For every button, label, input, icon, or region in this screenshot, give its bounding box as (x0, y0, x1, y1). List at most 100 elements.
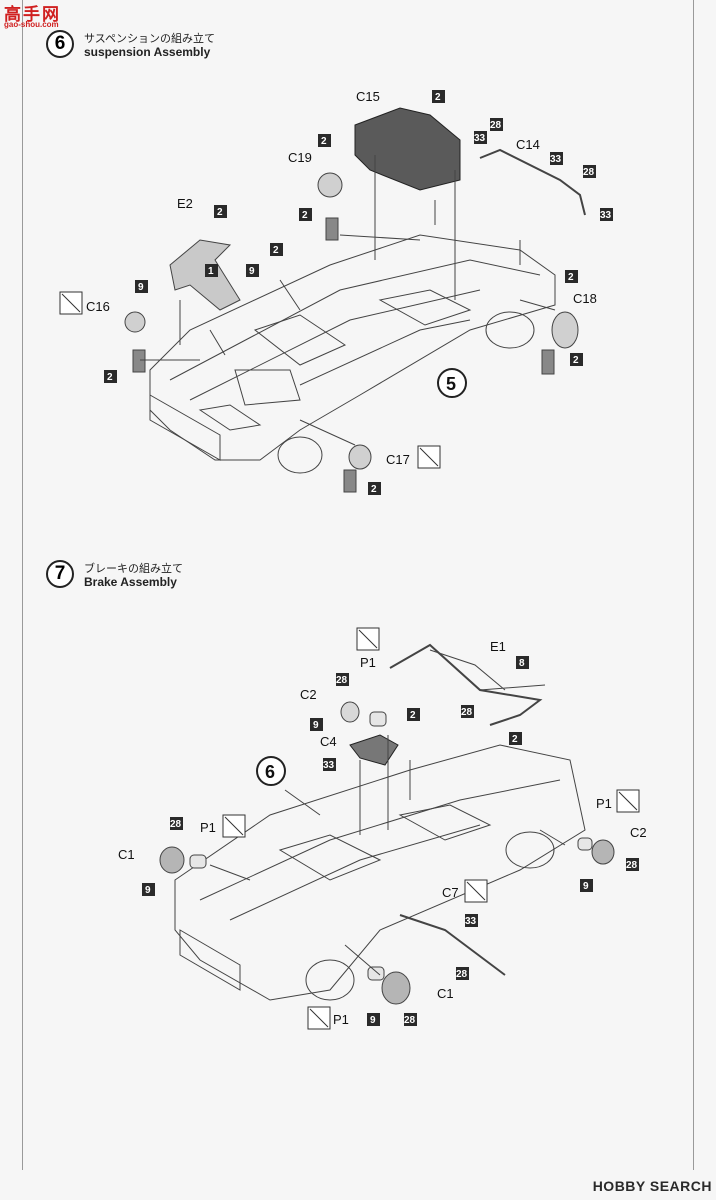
partnum-box: 2 (270, 243, 283, 256)
label-e1: E1 (490, 639, 506, 654)
watermark-text: 高手网 (4, 5, 61, 25)
label-p1: P1 (596, 796, 612, 811)
svg-text:2: 2 (107, 372, 113, 383)
partnum-box: 28 (404, 1013, 417, 1026)
step-6-title-jp: サスペンションの組み立て (84, 33, 216, 45)
svg-text:9: 9 (583, 881, 589, 892)
svg-text:2: 2 (410, 710, 416, 721)
svg-text:28: 28 (456, 969, 468, 980)
label-c1: C1 (118, 847, 135, 862)
partnum-box: 28 (336, 673, 349, 686)
step-6-number: 6 (46, 30, 74, 58)
partnum-box: 2 (318, 134, 331, 147)
partnum-box: 28 (461, 705, 474, 718)
partnum-box: 2 (570, 353, 583, 366)
svg-text:1: 1 (208, 266, 214, 277)
partnum-box: 2 (509, 732, 522, 745)
partnum-box: 33 (550, 152, 563, 165)
svg-text:2: 2 (435, 92, 441, 103)
partnum-box: 2 (214, 205, 227, 218)
step-7-labels: P1 E1 8 28 C2 9 2 28 2 C4 33 6 28 P1 C1 … (118, 627, 647, 1030)
partnum-box: 28 (456, 967, 469, 980)
svg-text:9: 9 (370, 1015, 376, 1026)
page-border (22, 0, 694, 1170)
partnum-box: 2 (407, 708, 420, 721)
partnum-box: 33 (465, 914, 478, 927)
no-glue-icon (464, 879, 488, 903)
svg-text:9: 9 (145, 885, 151, 896)
svg-text:28: 28 (461, 707, 473, 718)
label-p1: P1 (200, 820, 216, 835)
watermark-subtext: gao-shou.com (4, 20, 59, 29)
svg-text:28: 28 (170, 819, 182, 830)
svg-text:9: 9 (313, 720, 319, 731)
label-c18: C18 (573, 291, 597, 306)
partnum-box: 9 (246, 264, 259, 277)
step-6-chassis-drawing (124, 107, 586, 493)
svg-text:9: 9 (138, 282, 144, 293)
svg-text:28: 28 (626, 860, 638, 871)
label-c2: C2 (630, 825, 647, 840)
partnum-box: 8 (516, 656, 529, 669)
partnum-box: 33 (474, 131, 487, 144)
label-c7: C7 (442, 885, 459, 900)
partnum-box: 9 (135, 280, 148, 293)
partnum-box: 2 (432, 90, 445, 103)
no-glue-icon (222, 814, 246, 838)
no-glue-icon (356, 627, 380, 651)
svg-text:28: 28 (490, 120, 502, 131)
label-c4: C4 (320, 734, 337, 749)
watermark-logo: 高手网 gao-shou.com (0, 0, 72, 34)
step-7-subassembly-ref: 6 (265, 762, 275, 782)
footer-brand: HOBBY SEARCH (592, 1178, 712, 1194)
subassembly-ref-circle: 5 (437, 368, 467, 398)
label-c1: C1 (437, 986, 454, 1001)
partnum-box: 28 (583, 165, 596, 178)
partnum-box: 33 (600, 208, 613, 221)
svg-text:28: 28 (404, 1015, 416, 1026)
svg-text:2: 2 (321, 136, 327, 147)
label-c17: C17 (386, 452, 410, 467)
step-7-chassis-drawing (159, 643, 615, 1005)
svg-text:2: 2 (217, 207, 223, 218)
svg-text:33: 33 (323, 760, 335, 771)
svg-text:2: 2 (573, 355, 579, 366)
step-6-subassembly-ref: 5 (446, 374, 456, 394)
label-c15: C15 (356, 89, 380, 104)
step-7-title-jp: ブレーキの組み立て (84, 563, 183, 575)
label-c14: C14 (516, 137, 540, 152)
partnum-box: 9 (142, 883, 155, 896)
partnum-box: 28 (170, 817, 183, 830)
svg-text:2: 2 (371, 484, 377, 495)
svg-text:28: 28 (336, 675, 348, 686)
partnum-box: 9 (310, 718, 323, 731)
partnum-box: 33 (323, 758, 336, 771)
label-c16: C16 (86, 299, 110, 314)
label-c2: C2 (300, 687, 317, 702)
step-6-title-en: suspension Assembly (84, 45, 211, 59)
partnum-box: 1 (205, 264, 218, 277)
svg-text:2: 2 (512, 734, 518, 745)
label-c19: C19 (288, 150, 312, 165)
no-glue-icon (417, 445, 441, 469)
svg-text:9: 9 (249, 266, 255, 277)
no-glue-icon (616, 789, 640, 813)
svg-text:28: 28 (583, 167, 595, 178)
partnum-box: 2 (299, 208, 312, 221)
no-glue-icon (59, 291, 83, 315)
svg-text:33: 33 (474, 133, 486, 144)
subassembly-ref-circle: 6 (256, 756, 286, 786)
partnum-box: 2 (368, 482, 381, 495)
label-p1: P1 (333, 1012, 349, 1027)
partnum-box: 28 (626, 858, 639, 871)
partnum-box: 9 (580, 879, 593, 892)
partnum-box: 2 (565, 270, 578, 283)
partnum-box: 9 (367, 1013, 380, 1026)
svg-text:8: 8 (519, 658, 525, 669)
partnum-box: 28 (490, 118, 503, 131)
partnum-box: 2 (104, 370, 117, 383)
svg-text:2: 2 (273, 245, 279, 256)
label-e2: E2 (177, 196, 193, 211)
